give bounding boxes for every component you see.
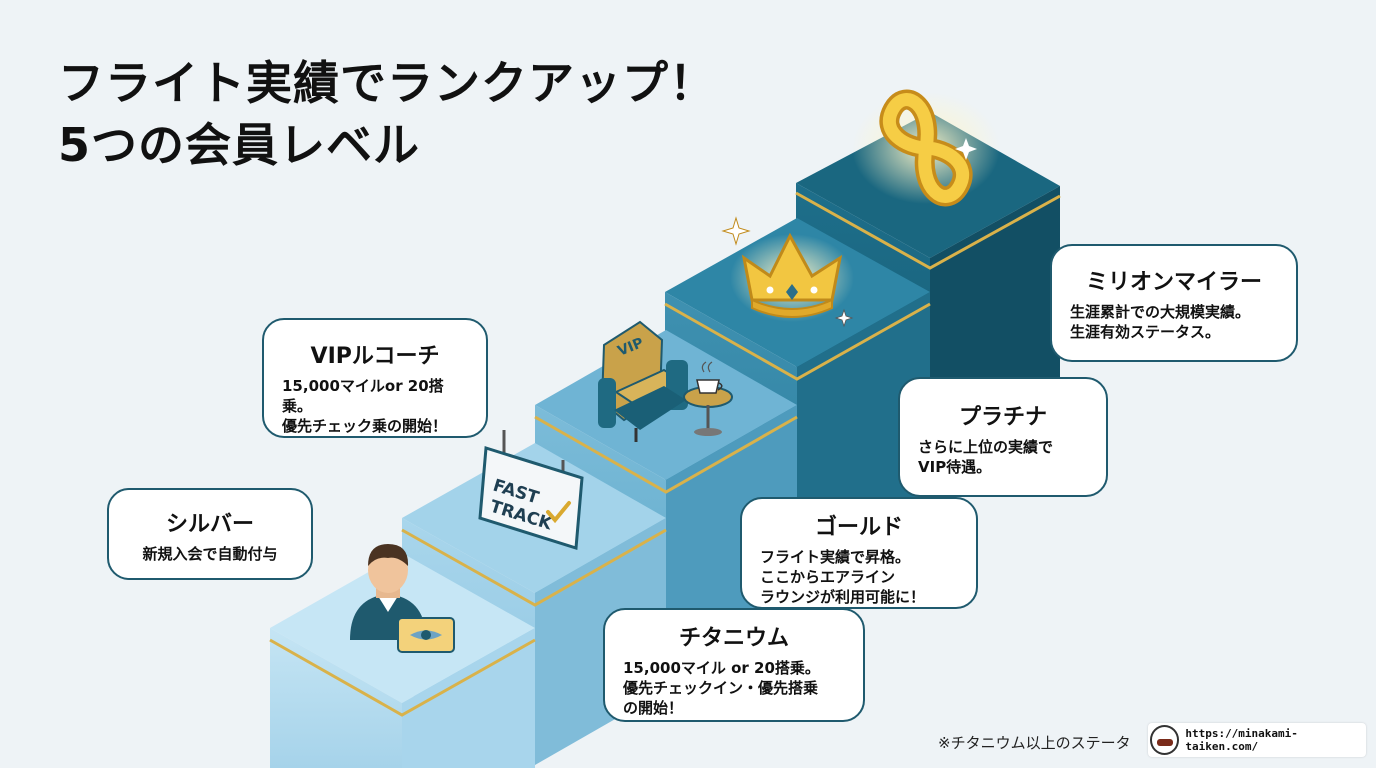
coffee-table-icon	[683, 361, 733, 436]
level-name-gold: ゴールド	[814, 515, 903, 540]
site-logo-icon	[1150, 725, 1180, 755]
title-line-1: フライト実績でランクアップ！	[58, 56, 716, 110]
membership-card-icon	[397, 617, 455, 653]
level-desc-vip-coach: 15,000マイルor 20搭乗。 優先チェック乗の開始！	[282, 377, 448, 435]
level-name-vip-coach: VIPルコーチ	[310, 344, 440, 369]
footnote: ※チタニウム以上のステータ	[938, 734, 1131, 752]
level-desc-gold: フライト実績で昇格。 ここからエアライン ラウンジが利用可能に！	[760, 548, 926, 606]
level-name-platinum: プラチナ	[958, 405, 1047, 430]
site-badge[interactable]: https://minakami-taiken.com/	[1148, 723, 1366, 757]
infinity-icon	[852, 89, 1000, 207]
bubble-titanium: チタニウム 15,000マイル or 20搭乗。 優先チェックイン・優先搭乗 の…	[603, 608, 865, 722]
bubble-silver: シルバー 新規入会で自動付与	[107, 488, 313, 580]
bubble-vip-coach: VIPルコーチ 15,000マイルor 20搭乗。 優先チェック乗の開始！	[262, 318, 488, 438]
level-desc-titanium: 15,000マイル or 20搭乗。 優先チェックイン・優先搭乗 の開始！	[623, 659, 820, 717]
level-desc-silver: 新規入会で自動付与	[142, 545, 278, 563]
level-name-titanium: チタニウム	[678, 626, 789, 651]
sparkle-icon	[721, 216, 854, 328]
fast-track-sign-icon: FAST TRACK	[478, 430, 584, 550]
level-name-million-miler: ミリオンマイラー	[1085, 270, 1262, 295]
level-desc-platinum: さらに上位の実績で VIP待遇。	[918, 438, 1054, 476]
level-name-silver: シルバー	[165, 512, 254, 537]
crown-icon	[730, 232, 854, 322]
page-title: フライト実績でランクアップ！ 5つの会員レベル	[58, 52, 716, 176]
site-url-link[interactable]: https://minakami-taiken.com/	[1185, 727, 1298, 753]
title-line-2: 5つの会員レベル	[58, 118, 421, 172]
bubble-million-miler: ミリオンマイラー 生涯累計での大規模実績。 生涯有効ステータス。	[1050, 244, 1298, 362]
bubble-gold: ゴールド フライト実績で昇格。 ここからエアライン ラウンジが利用可能に！	[740, 497, 978, 609]
level-desc-million-miler: 生涯累計での大規模実績。 生涯有効ステータス。	[1070, 303, 1251, 341]
vip-armchair-icon: VIP	[598, 320, 688, 442]
bubble-platinum: プラチナ さらに上位の実績で VIP待遇。	[898, 377, 1108, 497]
